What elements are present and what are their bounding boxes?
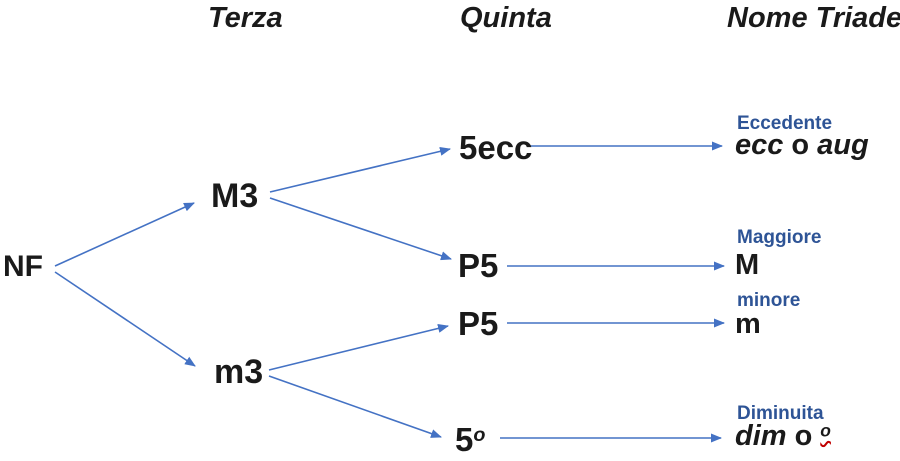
- column-header-quinta: Quinta: [460, 2, 552, 34]
- arrow-m3-to-p5-upper: [269, 197, 452, 261]
- arrow-m3-to-5ecc: [269, 146, 451, 193]
- node-5-diminished: 5o: [455, 421, 485, 459]
- result-diminished-o: o: [794, 420, 813, 452]
- node-5-diminished-base: 5: [455, 421, 474, 458]
- node-m3-major: M3: [211, 177, 259, 215]
- result-minor: m: [735, 308, 761, 340]
- result-diminished-degree-superscript: o: [820, 420, 831, 441]
- result-augmented-aug: aug: [817, 129, 869, 161]
- result-augmented-o: o: [791, 129, 810, 161]
- category-maggiore: Maggiore: [737, 227, 822, 248]
- arrow-nf-to-m3-major: [54, 202, 195, 267]
- node-p5-upper: P5: [458, 247, 499, 284]
- arrow-m3min-to-p5-lower: [268, 324, 449, 371]
- result-major: M: [735, 249, 760, 281]
- arrow-m3min-to-5dim: [268, 375, 442, 438]
- arrow-nf-to-m3-minor: [54, 271, 196, 367]
- node-nf: NF: [3, 250, 43, 283]
- column-header-terza: Terza: [208, 2, 283, 34]
- node-m3-minor: m3: [214, 353, 264, 391]
- category-minore: minore: [737, 290, 801, 311]
- result-diminished-dim: dim: [735, 420, 787, 452]
- result-augmented-ecc: ecc: [735, 129, 784, 161]
- node-p5-lower: P5: [458, 305, 499, 342]
- node-5-diminished-superscript: o: [473, 424, 486, 447]
- column-header-nome-triade: Nome Triade: [727, 2, 900, 34]
- node-5ecc: 5ecc: [459, 129, 533, 166]
- category-diminuita: Diminuita: [737, 403, 824, 424]
- category-eccedente: Eccedente: [737, 113, 833, 134]
